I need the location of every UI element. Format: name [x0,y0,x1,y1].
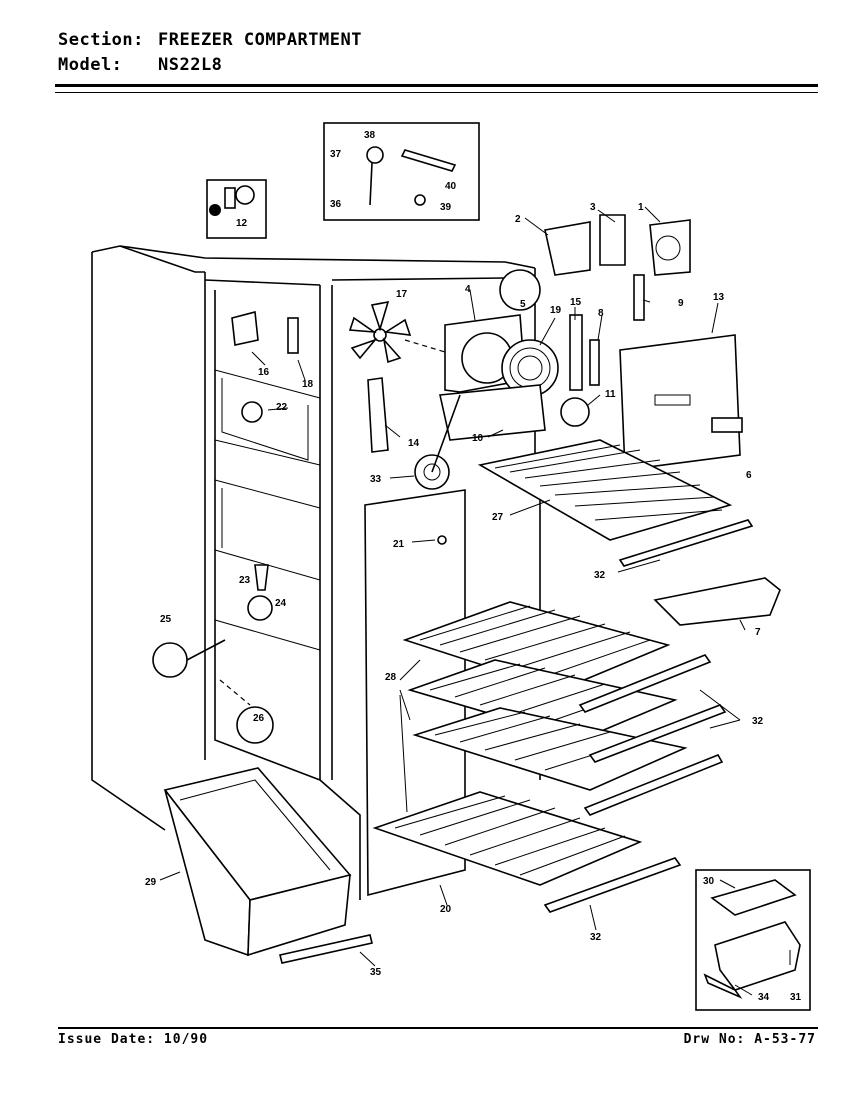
callout-10: 10 [472,433,484,444]
damper-rod [589,339,600,386]
callout-5: 5 [520,299,526,310]
inset-box-parts-36-40 [323,122,480,221]
callout-25: 25 [160,614,172,625]
wire-shelf-3 [412,707,688,791]
callout-16: 16 [258,367,270,378]
callout-17: 17 [396,289,408,300]
callout-35: 35 [370,967,382,978]
header-rule-thick [55,84,818,87]
thermostat-knob-assembly [366,146,457,206]
control-housing [544,221,591,276]
callout-40: 40 [445,181,457,192]
callout-1: 1 [638,202,644,213]
callout-24: 24 [275,598,287,609]
detail-circle-25 [152,642,188,678]
callout-21: 21 [393,539,405,550]
callout-23: 23 [239,575,251,586]
callout-3: 3 [590,202,596,213]
callout-37: 37 [330,149,342,160]
ice-tray [653,577,781,626]
shelf-strip-3 [588,704,727,763]
duct-bracket [367,377,389,453]
callout-32c: 32 [590,932,602,943]
callout-39: 39 [440,202,452,213]
fan-detail-circle [499,269,541,311]
basket-strip [279,934,373,964]
control-bracket [599,214,626,266]
shelf-strip-4 [583,753,724,816]
shelf-strip-5 [543,857,682,913]
evaporator-rear-panel [364,489,466,897]
light-socket-bracket [439,384,546,441]
screw-23 [254,564,269,591]
section-heading: Section: FREEZER COMPARTMENT [58,30,362,50]
ice-bucket-assembly [703,879,801,999]
shelf-strip-1 [618,519,754,567]
light-bulb [560,397,590,427]
callout-22: 22 [276,402,288,413]
callout-7: 7 [755,627,761,638]
callout-4: 4 [465,284,471,295]
callout-29: 29 [145,877,157,888]
callout-6: 6 [746,470,752,481]
callout-30: 30 [703,876,715,887]
section-value: FREEZER COMPARTMENT [158,30,362,50]
cap-24 [247,595,273,621]
callout-11: 11 [605,389,616,400]
thermostat-housing [649,219,691,276]
callout-32a: 32 [594,570,606,581]
cap-22 [241,401,263,423]
callout-8: 8 [598,308,604,319]
light-switch [633,274,645,321]
callout-18: 18 [302,379,314,390]
callout-20: 20 [440,904,452,915]
wire-shelf-bottom [372,791,643,886]
callout-28: 28 [385,672,397,683]
part-12-icon [209,185,255,216]
callout-12: 12 [236,218,248,229]
header-rule-thin [55,92,818,93]
section-label: Section: [58,30,144,50]
model-heading: Model: NS22L8 [58,55,222,75]
damper-control [569,314,583,391]
issue-date: Issue Date: 10/90 [58,1032,209,1047]
callout-9: 9 [678,298,684,309]
door-hinge-part [231,310,299,354]
fan-blade [348,300,412,364]
freezer-basket [163,767,352,957]
footer-rule [58,1027,818,1029]
callout-19: 19 [550,305,562,316]
callout-15: 15 [570,297,582,308]
callout-36: 36 [330,199,342,210]
callout-27: 27 [492,512,504,523]
shelf-strip-2 [578,654,712,713]
detail-circle-26 [236,706,274,744]
callout-32b: 32 [752,716,764,727]
callout-31: 31 [790,992,802,1003]
upper-wire-shelf [477,439,733,541]
callout-34: 34 [758,992,770,1003]
model-value: NS22L8 [158,55,223,75]
callout-labels: 1 2 3 4 5 6 7 8 9 10 11 12 13 14 15 16 1… [145,130,802,1003]
callout-14: 14 [408,438,420,449]
evaporator-cover [619,334,741,471]
callout-2: 2 [515,214,521,225]
callout-13: 13 [713,292,725,303]
callout-26: 26 [253,713,265,724]
drawing-number: Drw No: A-53-77 [683,1032,816,1047]
leader-lines [159,206,791,996]
inset-box-parts-30-34 [695,869,811,1011]
inset-box-part-12 [206,179,267,239]
callout-38: 38 [364,130,376,141]
callout-33: 33 [370,474,382,485]
model-label: Model: [58,55,123,75]
